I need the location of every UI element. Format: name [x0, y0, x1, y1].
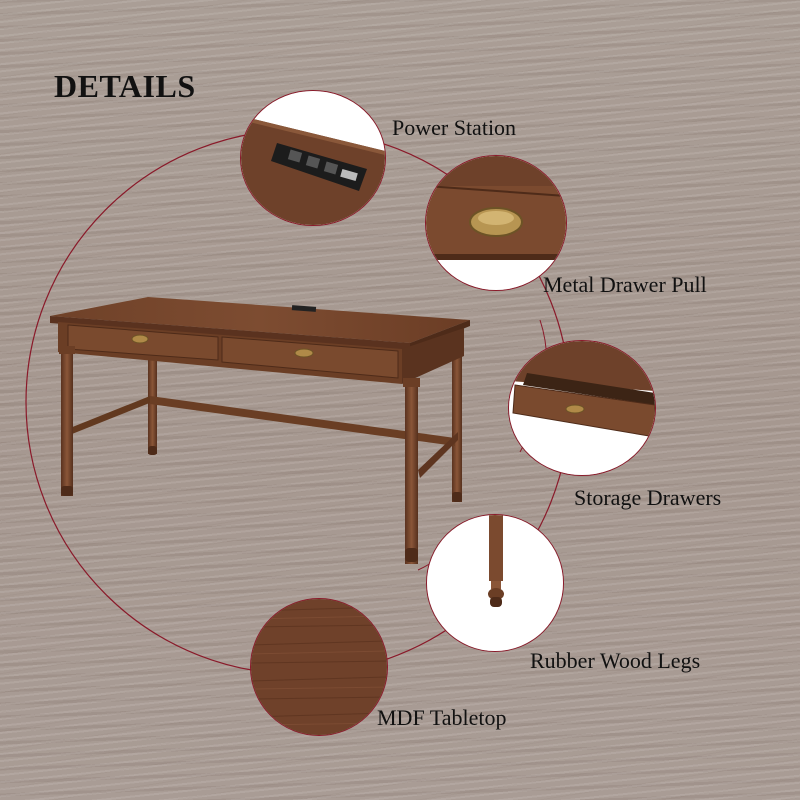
feature-label-mdf-tabletop: MDF Tabletop [377, 705, 507, 730]
storage-drawers-thumbnail [508, 340, 656, 476]
feature-label-storage-drawers: Storage Drawers [574, 485, 722, 510]
feature-label-metal-drawer-pull: Metal Drawer Pull [543, 272, 707, 297]
tabletop-thumbnail [250, 598, 388, 736]
drawer-pull-thumbnail [425, 155, 567, 291]
page-title: DETAILS [54, 68, 196, 104]
power-station-thumbnail [240, 90, 386, 226]
feature-label-rubber-wood-legs: Rubber Wood Legs [530, 648, 701, 673]
wood-legs-thumbnail [426, 514, 564, 652]
feature-label-power-station: Power Station [392, 115, 517, 140]
